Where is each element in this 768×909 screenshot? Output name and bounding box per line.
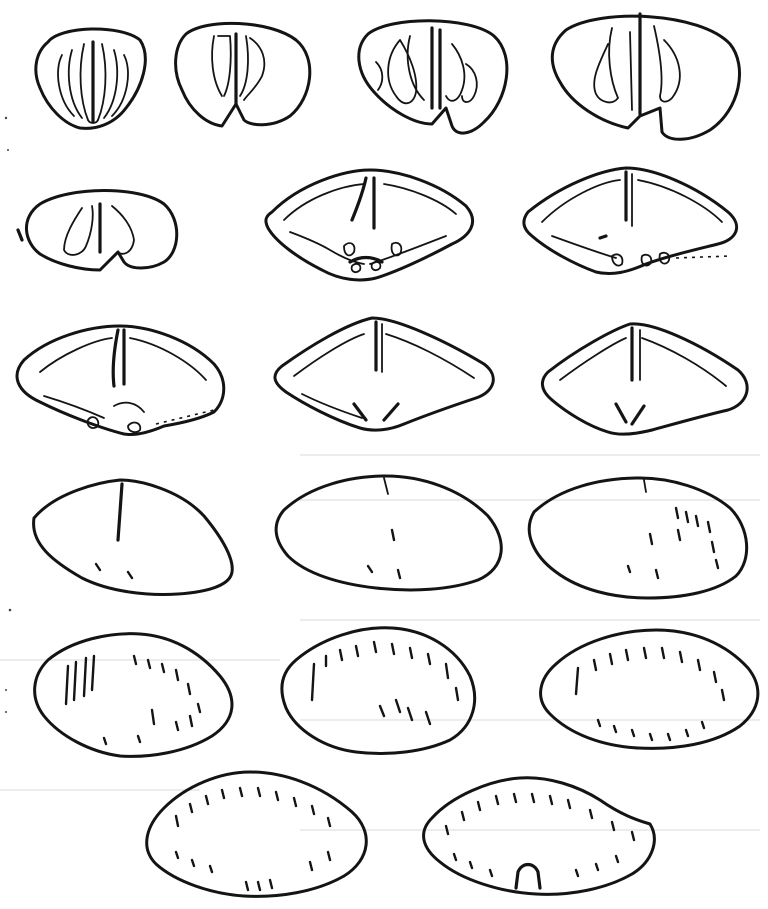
section-4: [552, 14, 739, 139]
section-7: [524, 168, 737, 274]
section-8: [17, 326, 224, 435]
section-3: [359, 21, 507, 133]
section-16: [541, 630, 758, 748]
section-15: [282, 628, 475, 754]
page-bleed-through: [0, 455, 760, 830]
section-9: [275, 318, 493, 430]
section-6: [266, 170, 473, 280]
margin-specks: [5, 117, 11, 713]
section-13: [529, 478, 746, 598]
section-14: [35, 634, 232, 757]
section-10: [542, 324, 747, 434]
section-11: [34, 480, 233, 594]
section-5: [18, 191, 177, 271]
section-18: [424, 778, 655, 895]
section-2: [176, 23, 310, 126]
section-1: [36, 29, 145, 128]
section-12: [276, 476, 501, 590]
section-17: [147, 772, 367, 896]
